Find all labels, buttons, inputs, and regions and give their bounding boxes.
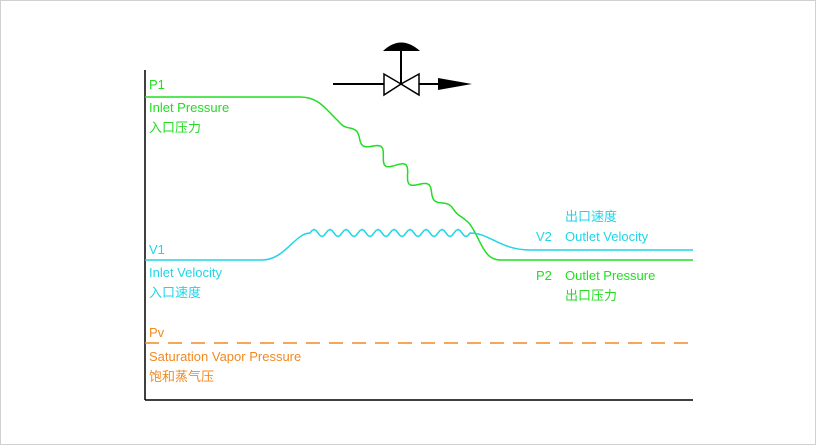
pressure-curve xyxy=(145,96,693,261)
v2-label-en: Outlet Velocity xyxy=(565,229,649,244)
p2-symbol: P2 xyxy=(536,268,552,283)
p2-label-cn: 出口压力 xyxy=(565,288,618,303)
p1-label-cn: 入口压力 xyxy=(149,120,202,135)
p2-label-en: Outlet Pressure xyxy=(565,268,656,283)
v1-label-cn: 入口速度 xyxy=(149,285,202,300)
p1-symbol: P1 xyxy=(149,77,165,92)
v1-symbol: V1 xyxy=(149,242,165,257)
velocity-curve xyxy=(145,228,693,261)
pv-symbol: Pv xyxy=(149,325,165,340)
v2-symbol: V2 xyxy=(536,229,552,244)
v1-label-en: Inlet Velocity xyxy=(149,265,222,280)
flow-arrow-icon xyxy=(419,78,472,90)
pv-label-en: Saturation Vapor Pressure xyxy=(149,349,302,364)
control-valve-icon xyxy=(333,42,420,97)
pv-label-cn: 饱和蒸气压 xyxy=(149,369,215,384)
p1-label-en: Inlet Pressure xyxy=(149,100,230,115)
v2-label-cn: 出口速度 xyxy=(565,209,618,224)
